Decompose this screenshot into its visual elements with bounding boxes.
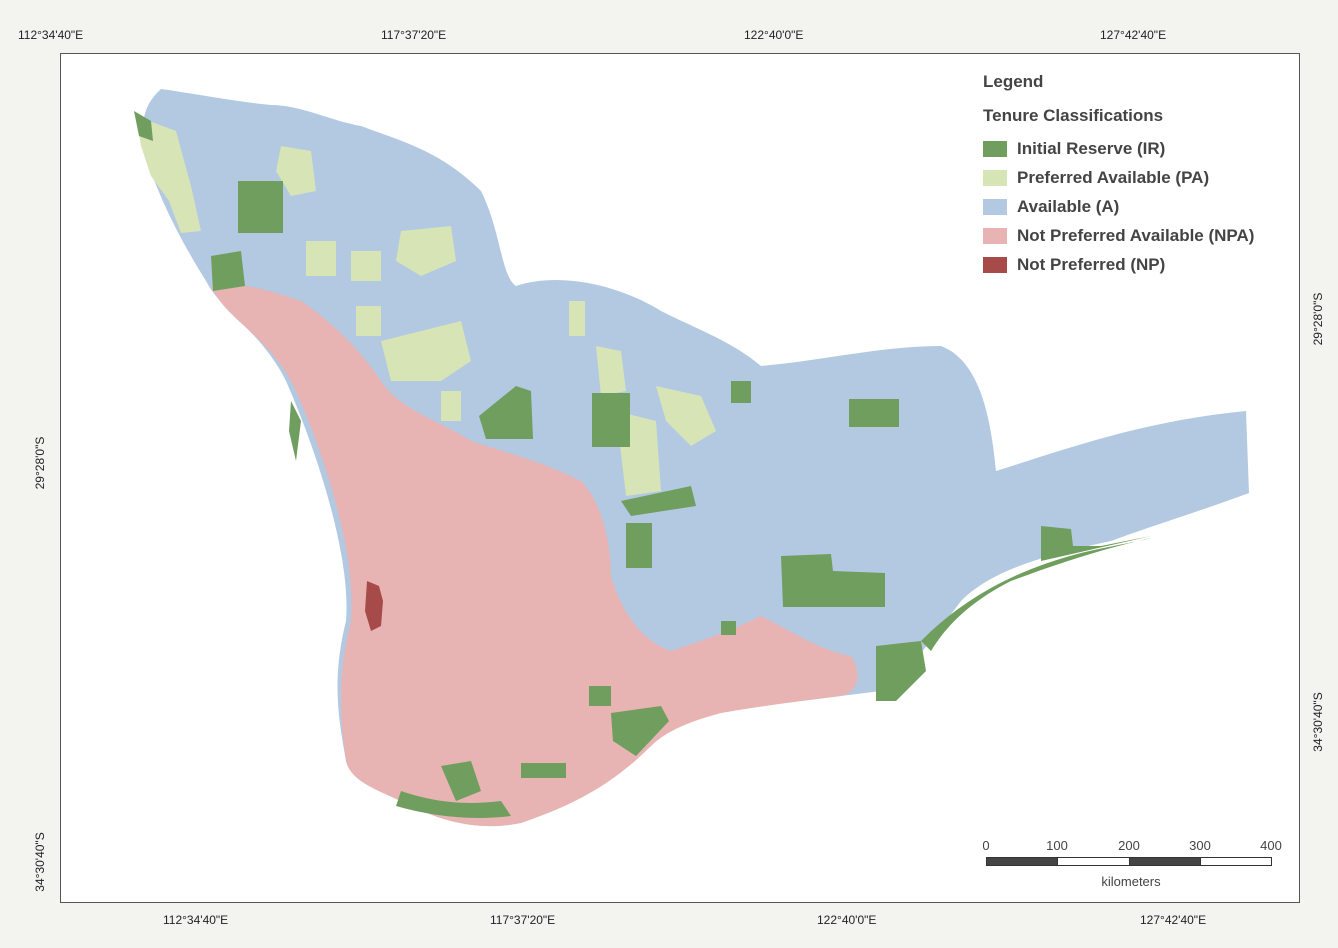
coord-bottom-4: 127°42'40"E bbox=[1140, 913, 1207, 927]
swatch-icon bbox=[983, 227, 1007, 244]
legend-subtitle: Tenure Classifications bbox=[983, 106, 1164, 125]
legend-item-available: Available (A) bbox=[983, 192, 1293, 221]
swatch-icon bbox=[983, 169, 1007, 186]
swatch-icon bbox=[983, 140, 1007, 157]
legend-label: Available (A) bbox=[1017, 196, 1120, 216]
map-svg bbox=[134, 89, 1249, 827]
legend-item-not-preferred-available: Not Preferred Available (NPA) bbox=[983, 221, 1293, 250]
legend-label: Not Preferred (NP) bbox=[1017, 254, 1166, 274]
coord-top-3: 122°40'0"E bbox=[744, 28, 804, 42]
scale-tick: 0 bbox=[982, 838, 990, 853]
scale-tick: 300 bbox=[1189, 838, 1211, 853]
scale-tick: 100 bbox=[1046, 838, 1068, 853]
map-frame: Legend Tenure Classifications Initial Re… bbox=[60, 53, 1300, 903]
scale-segment bbox=[1129, 857, 1201, 866]
region-not-preferred bbox=[365, 581, 383, 631]
legend-label: Not Preferred Available (NPA) bbox=[1017, 225, 1255, 245]
coord-top-4: 127°42'40"E bbox=[1100, 28, 1167, 42]
legend-title: Legend bbox=[983, 72, 1044, 91]
coord-left-2: 34°30'40"S bbox=[33, 832, 47, 892]
swatch-icon bbox=[983, 256, 1007, 273]
legend-item-preferred-available: Preferred Available (PA) bbox=[983, 163, 1293, 192]
coord-bottom-2: 117°37'20"E bbox=[490, 913, 556, 927]
legend-label: Preferred Available (PA) bbox=[1017, 167, 1210, 187]
swatch-icon bbox=[983, 198, 1007, 215]
legend-item-not-preferred: Not Preferred (NP) bbox=[983, 250, 1293, 279]
scale-tick: 400 bbox=[1260, 838, 1282, 853]
scale-segment bbox=[1057, 857, 1130, 866]
coord-bottom-3: 122°40'0"E bbox=[817, 913, 877, 927]
coord-bottom-1: 112°34'40"E bbox=[163, 913, 229, 927]
map-legend: Legend Tenure Classifications Initial Re… bbox=[983, 72, 1293, 279]
scale-segment bbox=[1200, 857, 1272, 866]
region-preferred-available bbox=[136, 116, 716, 496]
coord-left-1: 29°28'0"S bbox=[33, 436, 47, 490]
coord-right-1: 29°28'0"S bbox=[1311, 292, 1325, 346]
coord-top-2: 117°37'20"E bbox=[381, 28, 447, 42]
scale-tick: 200 bbox=[1118, 838, 1140, 853]
scale-unit: kilometers bbox=[1101, 874, 1161, 889]
legend-label: Initial Reserve (IR) bbox=[1017, 138, 1166, 158]
legend-item-initial-reserve: Initial Reserve (IR) bbox=[983, 134, 1293, 163]
region-not-preferred-available bbox=[211, 284, 858, 827]
region-initial-reserve bbox=[134, 111, 1151, 818]
coord-top-1: 112°34'40"E bbox=[18, 28, 84, 42]
scale-segment bbox=[986, 857, 1058, 866]
scale-bar: 0 100 200 300 400 kilometers bbox=[981, 834, 1281, 894]
coord-right-2: 34°30'40"S bbox=[1311, 692, 1325, 752]
